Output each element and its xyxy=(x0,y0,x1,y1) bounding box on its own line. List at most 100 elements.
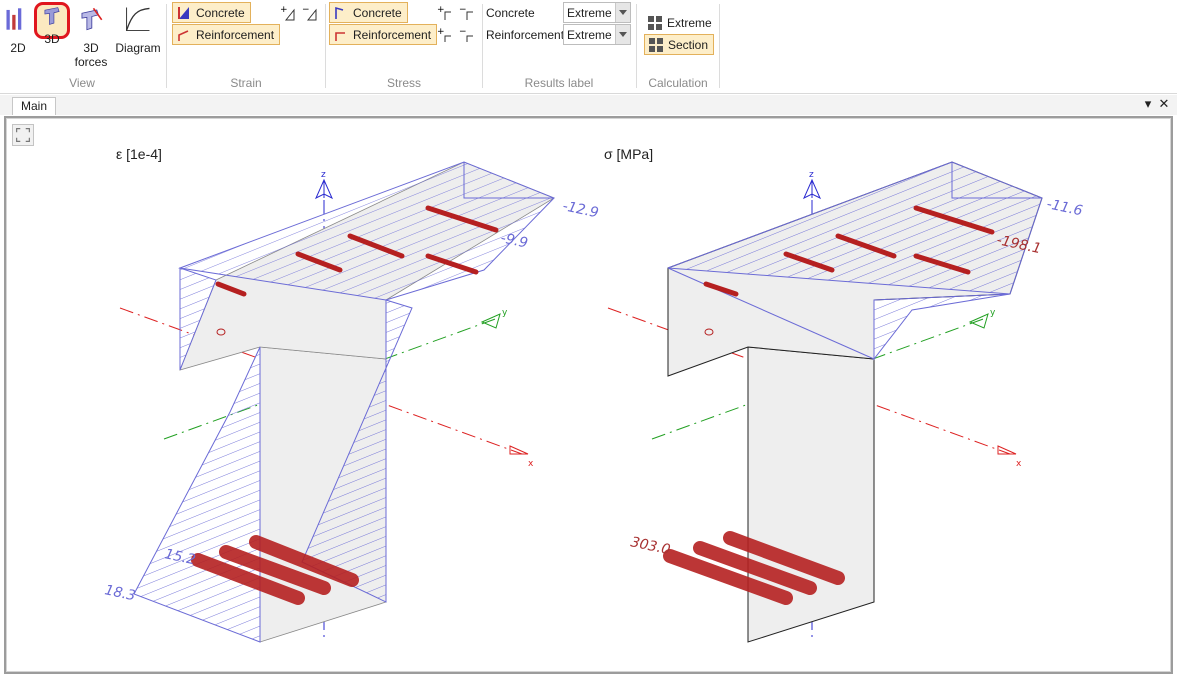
stress-axis-x-label: x xyxy=(1016,459,1022,469)
svg-text:−: − xyxy=(302,5,310,15)
strain-value-top-right: -12.9 xyxy=(561,198,600,221)
strain-reinforcement-button[interactable]: Reinforcement xyxy=(172,24,281,45)
results-concrete-value: Extreme xyxy=(567,5,612,20)
strain-x-axis-icon: x xyxy=(509,445,534,469)
rebar xyxy=(703,281,739,297)
stress-diagram-flange-right xyxy=(873,293,1011,361)
strain-rebars xyxy=(191,205,499,605)
view-2d-button[interactable]: 2D xyxy=(4,2,32,55)
rebar xyxy=(249,535,359,587)
calc-extreme-label: Extreme xyxy=(667,15,712,30)
view-3d-forces-label: 3D forces xyxy=(74,41,108,69)
concrete-stress-icon xyxy=(335,6,344,19)
strain-plus-icon[interactable]: + xyxy=(280,4,298,22)
strain-value-bottom-inner: 15.2 xyxy=(163,546,197,568)
separator xyxy=(636,4,637,88)
stress-concrete-label: Concrete xyxy=(353,5,402,20)
strain-concrete-button[interactable]: Concrete xyxy=(172,2,251,23)
rebar xyxy=(219,545,331,595)
rebar xyxy=(704,328,714,336)
rebar xyxy=(425,205,499,233)
concrete-strain-icon xyxy=(178,6,189,19)
strain-concrete-label: Concrete xyxy=(196,5,245,20)
diagram-icon xyxy=(125,7,150,31)
strain-axis-y xyxy=(163,317,499,440)
strain-minus-icon[interactable]: − xyxy=(302,4,320,22)
fit-to-view-button[interactable] xyxy=(12,124,34,146)
group-calculation: Extreme Section Calculation xyxy=(638,0,718,94)
stress-y-axis-icon: y xyxy=(968,308,996,329)
strain-diagram-web-left xyxy=(133,346,261,643)
group-stress-label: Stress xyxy=(386,76,421,90)
rebar xyxy=(215,281,247,297)
svg-text:+: + xyxy=(437,27,445,37)
group-stress: Concrete Reinforcement + − + − Stress xyxy=(327,0,481,94)
group-strain-label: Strain xyxy=(230,76,262,90)
calc-section-button[interactable]: Section xyxy=(644,34,715,55)
view-3d-forces-button[interactable]: 3D forces xyxy=(72,2,110,69)
strain-axis-x-label: x xyxy=(528,459,534,469)
strain-stress-3d-plot: z y x -12.9 -9.9 15.2 18.3 xyxy=(103,161,1084,643)
stress-reinforcement-button[interactable]: Reinforcement xyxy=(329,24,438,45)
view-2d-icon xyxy=(6,8,22,30)
calc-section-label: Section xyxy=(668,37,709,52)
stress-value-top-right: -11.6 xyxy=(1045,196,1084,219)
chevron-down-icon[interactable] xyxy=(615,25,630,44)
stress-x-axis-icon: x xyxy=(997,445,1022,469)
separator xyxy=(325,4,326,88)
stress-rebars xyxy=(663,205,995,605)
view-3d-label: 3D xyxy=(44,32,60,46)
view-diagram-button[interactable]: Diagram xyxy=(114,2,162,55)
results-reinforcement-select[interactable]: Extreme xyxy=(563,24,631,45)
strain-view-title: ε [1e-4] xyxy=(116,146,162,162)
group-view: 2D 3D 3D forces Diagram View xyxy=(0,0,164,94)
stress-reinforcement-label: Reinforcement xyxy=(353,27,432,42)
strain-diagram-edge xyxy=(463,162,554,199)
rebar xyxy=(835,233,897,259)
calc-extreme-button[interactable]: Extreme xyxy=(644,12,717,33)
rebar xyxy=(693,541,817,595)
stress-value-bottom: 303.0 xyxy=(629,534,672,558)
tab-main[interactable]: Main xyxy=(12,97,57,115)
close-icon[interactable]: ✕ xyxy=(1158,96,1170,111)
ribbon: 2D 3D 3D forces Diagram View xyxy=(0,0,1177,94)
grid-icon xyxy=(648,15,662,30)
stress-concrete-button[interactable]: Concrete xyxy=(329,2,408,23)
strain-y-axis-icon: y xyxy=(480,308,508,329)
group-view-label: View xyxy=(69,76,95,90)
strain-view: z y x -12.9 -9.9 15.2 18.3 xyxy=(103,161,600,643)
stress-reinf-plus-icon[interactable]: + xyxy=(437,26,455,44)
stress-z-axis-icon: z xyxy=(802,170,822,200)
pin-dropdown-icon[interactable]: ▾ xyxy=(1144,96,1152,111)
view-3d-button[interactable]: 3D xyxy=(34,2,70,46)
strain-reinforcement-label: Reinforcement xyxy=(196,27,275,42)
stress-plus-icon[interactable]: + xyxy=(437,4,455,22)
rebar xyxy=(723,531,845,585)
reinforcement-stress-icon xyxy=(335,31,345,41)
grid-icon xyxy=(649,37,663,52)
strain-diagram-left xyxy=(179,267,217,371)
viewport-canvas[interactable]: ε [1e-4] σ [MPa] xyxy=(4,116,1173,674)
view-3d-icon xyxy=(44,7,60,25)
svg-text:+: + xyxy=(437,5,445,15)
viewport-inner xyxy=(6,118,1171,672)
rebar xyxy=(191,553,305,605)
group-strain: Concrete Reinforcement + − Strain xyxy=(168,0,324,94)
stress-minus-icon[interactable]: − xyxy=(459,4,477,22)
strain-value-bottom-corner: 18.3 xyxy=(103,582,137,604)
rebar xyxy=(347,233,405,259)
stress-axis-z-label: z xyxy=(809,170,814,180)
rebar xyxy=(295,251,343,273)
rebar xyxy=(783,251,835,273)
strain-axis-y-label: y xyxy=(502,308,508,318)
results-concrete-select[interactable]: Extreme xyxy=(563,2,631,23)
separator xyxy=(166,4,167,88)
rebar xyxy=(425,253,479,275)
rebar xyxy=(913,253,971,275)
svg-text:−: − xyxy=(459,27,467,37)
chevron-down-icon[interactable] xyxy=(615,3,630,22)
stress-diagram-corner xyxy=(951,162,1042,199)
rebar xyxy=(913,205,995,235)
stress-reinf-minus-icon[interactable]: − xyxy=(459,26,477,44)
results-concrete-label: Concrete xyxy=(486,6,535,20)
